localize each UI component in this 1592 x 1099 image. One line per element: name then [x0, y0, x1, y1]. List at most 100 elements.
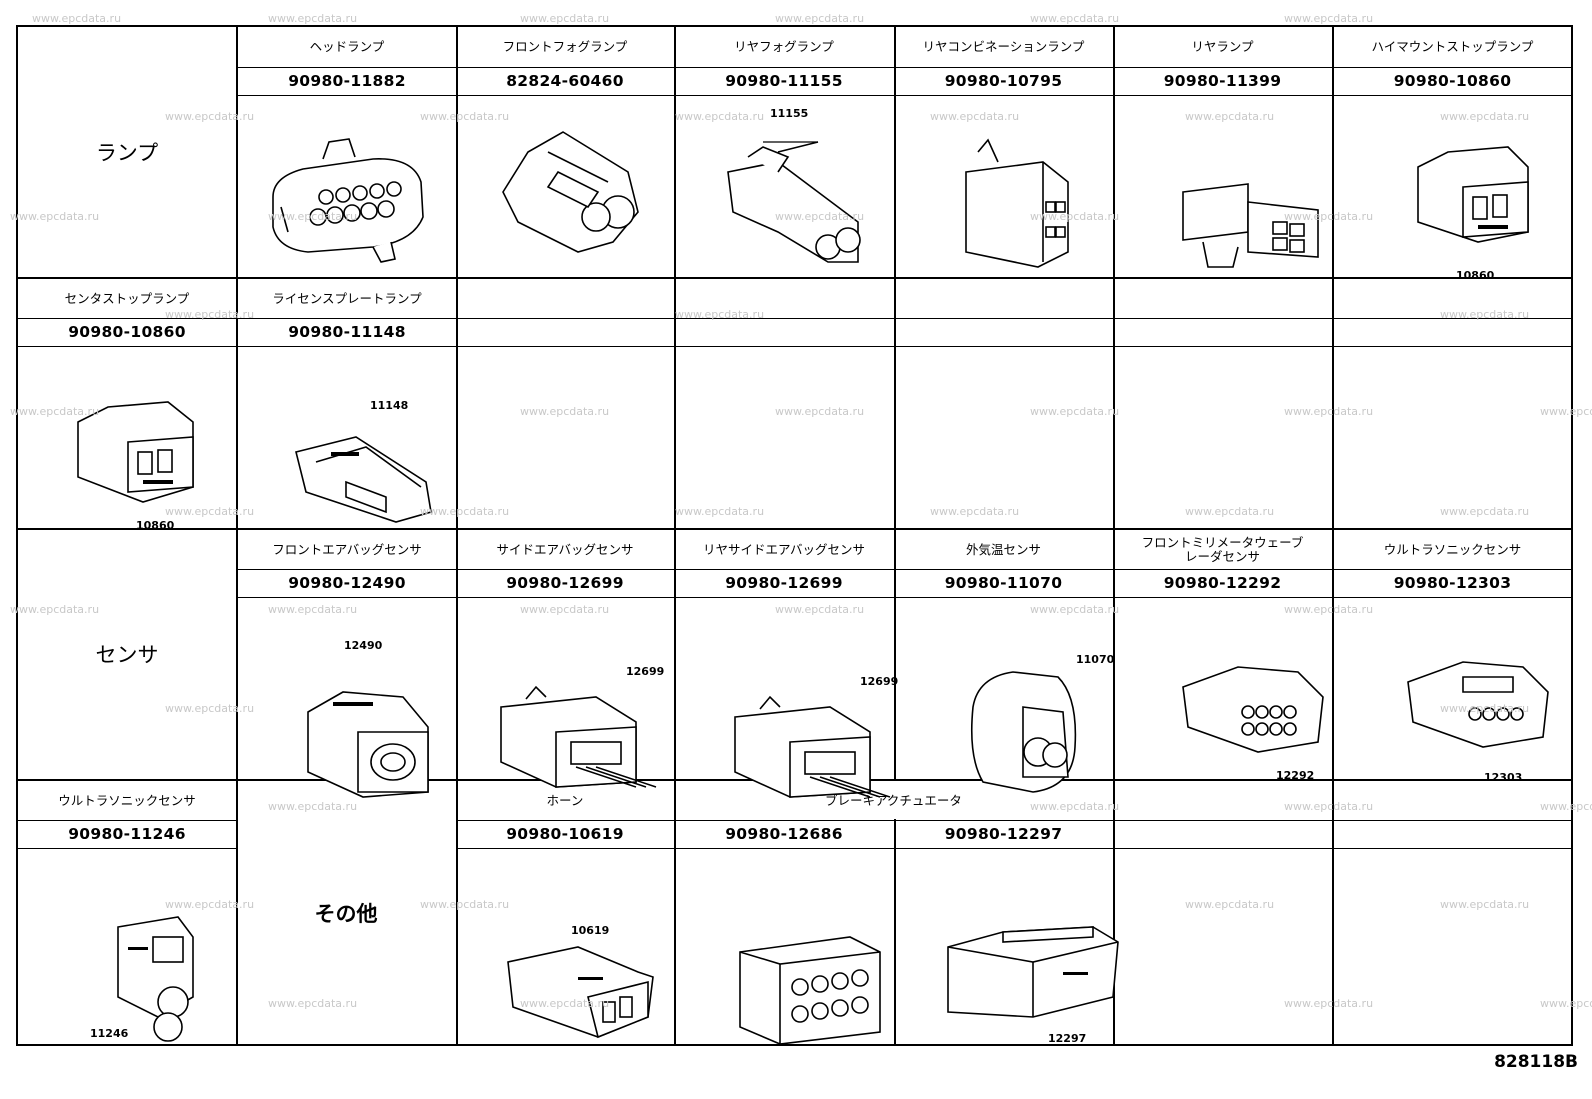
connector-name: リヤサイドエアバッグセンサ	[702, 541, 865, 557]
grid-line	[236, 27, 238, 1044]
grid-line	[18, 528, 1571, 530]
part-number: 90980-12699	[506, 574, 624, 592]
watermark: www.epcdata.ru	[165, 702, 255, 715]
connector-drawing	[943, 917, 1119, 1027]
watermark: www.epcdata.ru	[1185, 505, 1275, 518]
connector-drawing	[948, 132, 1078, 272]
connector-drawing	[488, 122, 658, 262]
watermark: www.epcdata.ru	[1440, 505, 1530, 518]
watermark: www.epcdata.ru	[1440, 308, 1530, 321]
watermark: www.epcdata.ru	[10, 210, 100, 223]
watermark: www.epcdata.ru	[520, 603, 610, 616]
grid-line	[1113, 27, 1115, 1044]
connector-drawing	[286, 422, 446, 532]
part-number: 90980-11882	[288, 72, 406, 90]
connector-name: リヤコンビネーションランプ	[922, 39, 1085, 54]
watermark: www.epcdata.ru	[1540, 997, 1592, 1010]
callout-label: 12699	[626, 665, 665, 678]
part-number: 90980-12490	[288, 574, 406, 592]
watermark: www.epcdata.ru	[675, 505, 765, 518]
watermark: www.epcdata.ru	[1030, 405, 1120, 418]
watermark: www.epcdata.ru	[1540, 405, 1592, 418]
callout-label: 10860	[136, 519, 175, 532]
watermark: www.epcdata.ru	[1030, 603, 1120, 616]
part-number: 90980-12297	[944, 825, 1063, 843]
category-lamp: ランプ	[95, 141, 159, 165]
watermark: www.epcdata.ru	[268, 210, 358, 223]
watermark: www.epcdata.ru	[1540, 800, 1592, 813]
connector-drawing	[730, 932, 890, 1047]
connector-name: ウルトラソニックセンサ	[1383, 541, 1522, 557]
part-number: 90980-11246	[68, 825, 186, 843]
watermark: www.epcdata.ru	[1030, 210, 1120, 223]
callout-label: 11246	[90, 1027, 129, 1040]
watermark: www.epcdata.ru	[268, 603, 358, 616]
watermark: www.epcdata.ru	[165, 505, 255, 518]
part-number: 90980-11399	[1163, 72, 1282, 90]
grid-line	[1332, 27, 1334, 1044]
watermark: www.epcdata.ru	[520, 405, 610, 418]
watermark: www.epcdata.ru	[165, 308, 255, 321]
part-number: 90980-11148	[288, 323, 406, 341]
watermark: www.epcdata.ru	[268, 997, 358, 1010]
watermark: www.epcdata.ru	[1185, 110, 1275, 123]
connector-name: ウルトラソニックセンサ	[58, 792, 196, 808]
watermark: www.epcdata.ru	[775, 210, 865, 223]
part-number: 90980-12699	[725, 574, 843, 592]
grid-line	[18, 277, 1571, 279]
watermark: www.epcdata.ru	[1030, 12, 1120, 25]
connector-name: ライセンスプレートランプ	[272, 290, 422, 306]
connector-drawing	[263, 137, 433, 267]
connector-name: ヘッドランプ	[309, 39, 385, 54]
callout-label: 10619	[571, 924, 610, 937]
callout-label: 12297	[1048, 1032, 1087, 1045]
part-number: 90980-11155	[725, 72, 843, 90]
watermark: www.epcdata.ru	[675, 308, 765, 321]
part-number: 90980-10860	[1393, 72, 1512, 90]
watermark: www.epcdata.ru	[775, 405, 865, 418]
connector-drawing	[498, 937, 673, 1047]
grid-line	[674, 27, 676, 1044]
connector-name: ホーン	[546, 792, 584, 808]
watermark: www.epcdata.ru	[1440, 110, 1530, 123]
watermark: www.epcdata.ru	[520, 12, 610, 25]
connector-drawing	[708, 112, 878, 267]
watermark: www.epcdata.ru	[1284, 405, 1374, 418]
watermark: www.epcdata.ru	[1284, 603, 1374, 616]
connector-name: フロントミリメータウェーブ レーダセンサ	[1141, 534, 1304, 564]
category-sensor: センサ	[95, 642, 159, 667]
watermark: www.epcdata.ru	[420, 110, 510, 123]
connector-name: リヤフォグランプ	[734, 39, 834, 54]
watermark: www.epcdata.ru	[165, 110, 255, 123]
connector-name: リヤランプ	[1191, 39, 1254, 54]
connector-name: フロントエアバッグセンサ	[272, 541, 422, 557]
connector-drawing	[963, 667, 1083, 797]
grid-line	[894, 27, 896, 1044]
connector-drawing	[1178, 657, 1328, 757]
callout-label: 10860	[1456, 269, 1495, 282]
watermark: www.epcdata.ru	[1440, 702, 1530, 715]
connector-table: ランプ センサ その他 ヘッドランプ フロントフォグランプ リヤフォグランプ リ…	[16, 25, 1573, 1046]
connector-drawing	[730, 695, 900, 802]
part-number: 82824-60460	[506, 72, 624, 90]
connector-name: ブレーキアクチュエータ	[825, 792, 962, 808]
callout-label: 11155	[770, 107, 809, 120]
connector-drawing	[303, 682, 443, 802]
connector-drawing	[1403, 652, 1553, 752]
watermark: www.epcdata.ru	[268, 12, 358, 25]
part-number: 90980-10860	[68, 323, 186, 341]
watermark: www.epcdata.ru	[10, 405, 100, 418]
watermark: www.epcdata.ru	[775, 603, 865, 616]
diagram-code: 828118B	[1494, 1052, 1578, 1072]
callout-label: 12490	[344, 639, 383, 652]
grid-line	[456, 27, 458, 1044]
watermark: www.epcdata.ru	[268, 800, 358, 813]
watermark: www.epcdata.ru	[1030, 800, 1120, 813]
connector-name: 外気温センサ	[965, 541, 1041, 557]
callout-label: 11148	[370, 399, 409, 412]
part-number: 90980-12292	[1163, 574, 1282, 592]
watermark: www.epcdata.ru	[420, 898, 510, 911]
watermark: www.epcdata.ru	[1185, 898, 1275, 911]
watermark: www.epcdata.ru	[32, 12, 122, 25]
category-other: その他	[314, 901, 378, 926]
